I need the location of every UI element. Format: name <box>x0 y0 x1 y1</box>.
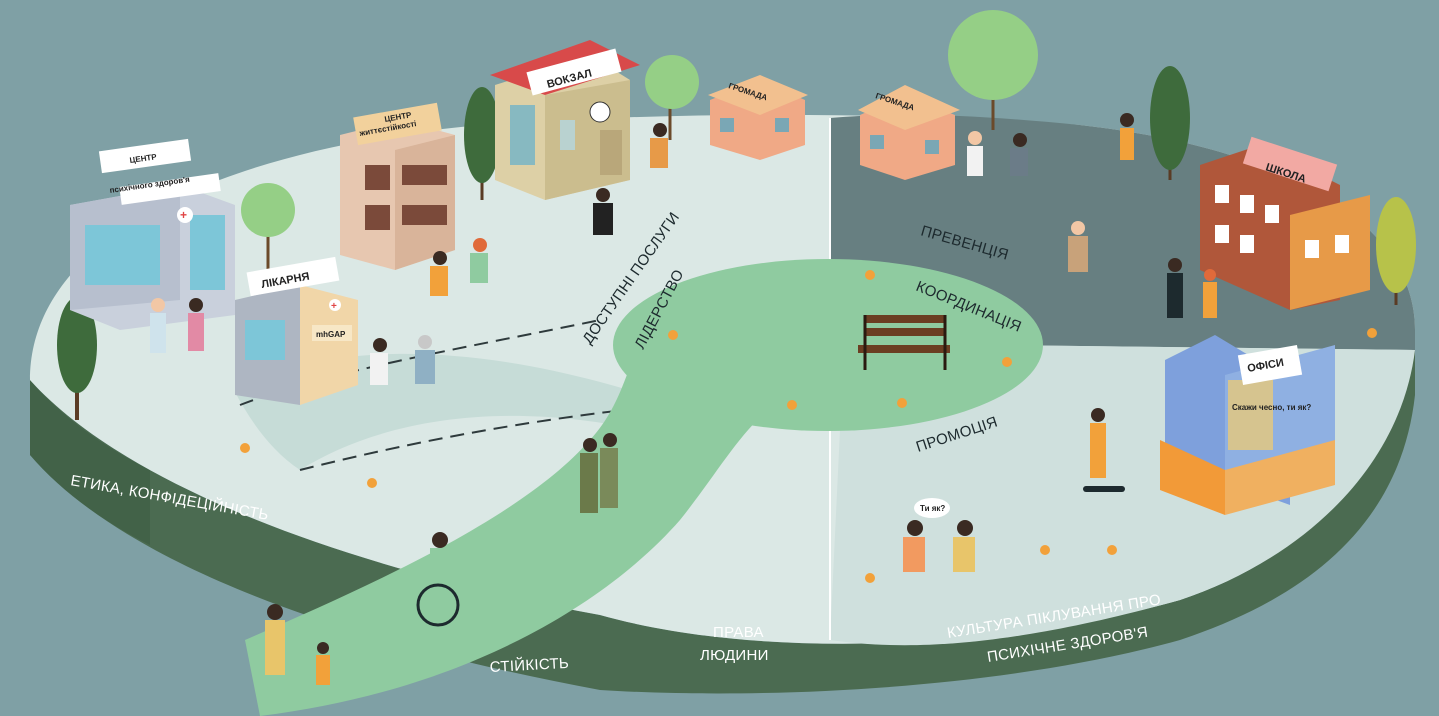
person-icon <box>1167 258 1183 318</box>
label-resilience: СТІЙКІСТЬ <box>489 654 569 676</box>
person-icon <box>265 604 285 675</box>
person-icon <box>1010 133 1028 176</box>
wheelchair-icon <box>416 532 460 627</box>
person-icon <box>580 438 598 513</box>
resilience-center-building: ЦЕНТР життєстійкості <box>340 102 455 270</box>
sign-mhgap: mhGAP <box>316 330 346 339</box>
sign-mental-center-1: ЦЕНТР <box>129 152 158 165</box>
person-icon <box>593 188 613 235</box>
speech-bubble-icon: Ти як? <box>914 498 950 518</box>
person-icon <box>370 338 388 385</box>
person-icon <box>1203 269 1217 318</box>
flower-icon <box>1040 545 1050 555</box>
flower-icon <box>240 443 250 453</box>
hospital-building: ЛІКАРНЯ mhGAP + <box>235 256 358 405</box>
person-icon <box>903 520 925 572</box>
leadership-path <box>245 259 1043 716</box>
tree-icon <box>645 55 699 140</box>
tree-icon <box>464 87 500 200</box>
mental-health-center-building: ЦЕНТР психічного здоров'я + <box>70 138 235 330</box>
flower-icon <box>787 400 797 410</box>
flower-icon <box>1107 545 1117 555</box>
svg-text:+: + <box>331 301 337 312</box>
person-icon <box>150 298 166 353</box>
tree-icon <box>1376 197 1416 305</box>
flower-icon <box>668 330 678 340</box>
label-human-rights-1: ПРАВА <box>713 624 764 641</box>
skateboard-icon <box>1083 486 1125 492</box>
person-icon <box>1090 408 1106 478</box>
person-icon <box>316 642 330 685</box>
person-icon <box>650 123 668 168</box>
flower-icon <box>865 573 875 583</box>
person-icon <box>600 433 618 508</box>
flower-icon <box>897 398 907 408</box>
flower-icon <box>1002 357 1012 367</box>
tree-icon <box>57 297 97 420</box>
person-icon <box>470 238 488 283</box>
person-icon <box>188 298 204 351</box>
label-human-rights-2: ЛЮДИНИ <box>700 647 769 664</box>
community-building-left: ГРОМАДА <box>708 75 808 160</box>
station-building: ВОКЗАЛ <box>490 40 640 200</box>
person-icon <box>430 251 448 296</box>
school-building: ШКОЛА <box>1200 136 1370 310</box>
billboard-text: Скажи чесно, ти як? <box>1232 403 1311 412</box>
person-icon <box>415 335 435 384</box>
offices-building: Скажи чесно, ти як? ОФІСИ <box>1160 335 1335 515</box>
tree-icon <box>948 10 1038 130</box>
svg-text:+: + <box>180 208 187 222</box>
flower-icon <box>1367 328 1377 338</box>
person-icon <box>1120 113 1134 160</box>
tree-icon <box>1150 66 1190 180</box>
speech-text: Ти як? <box>920 504 945 513</box>
person-icon <box>953 520 975 572</box>
flower-icon <box>367 478 377 488</box>
person-icon <box>967 131 983 176</box>
person-icon <box>1068 221 1088 272</box>
community-building-right: ГРОМАДА <box>858 85 960 180</box>
flower-icon <box>865 270 875 280</box>
bench-icon <box>858 315 950 370</box>
